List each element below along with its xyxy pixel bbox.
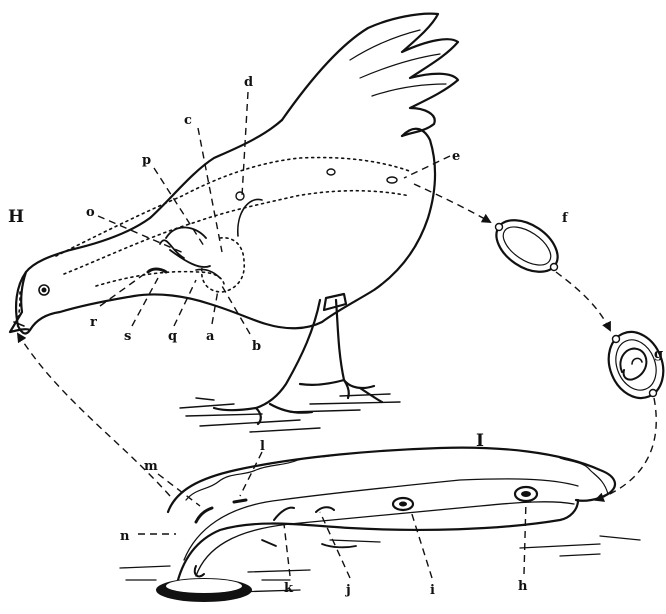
label-m: m (144, 459, 158, 474)
label-d: d (244, 75, 253, 90)
egg-g (599, 324, 666, 407)
label-h: h (518, 579, 528, 594)
label-s: s (124, 329, 131, 344)
label-g: g (654, 347, 663, 362)
label-k: k (284, 581, 294, 596)
cycle-arrows (18, 184, 656, 500)
leader-lines (98, 92, 526, 578)
label-r: r (90, 315, 97, 330)
label-c: c (184, 113, 192, 128)
label-f: f (562, 211, 569, 226)
hen-illustration (10, 14, 458, 432)
label-a: a (206, 329, 215, 344)
label-o: o (86, 205, 95, 220)
label-e: e (452, 149, 460, 164)
egg-f (487, 210, 567, 283)
label-j: j (345, 583, 351, 598)
earthworm-illustration (120, 448, 640, 602)
label-i: i (430, 583, 435, 598)
label-p: p (142, 153, 151, 168)
label-n: n (120, 529, 130, 544)
label-l: l (260, 439, 265, 454)
label-q: q (168, 329, 177, 344)
hen-digestive-tract (18, 158, 412, 318)
label-b: b (252, 339, 261, 354)
figure-label-i: I (476, 431, 484, 451)
figure-label-h: H (8, 207, 24, 227)
